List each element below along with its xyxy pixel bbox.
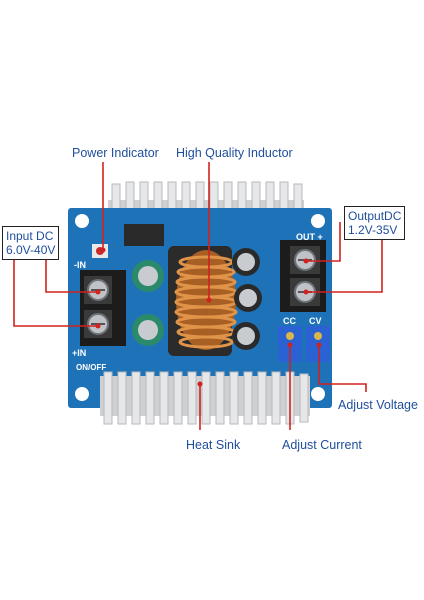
silk-on-off: ON/OFF (76, 363, 106, 372)
silk-in-minus: -IN (74, 260, 86, 270)
callout-dots (95, 247, 322, 387)
label-high-quality-inductor: High Quality Inductor (176, 146, 293, 160)
label-output-dc: OutputDC 1.2V-35V (344, 206, 406, 240)
label-adjust-voltage: Adjust Voltage (338, 398, 418, 412)
label-adjust-current: Adjust Current (282, 438, 362, 452)
mounting-holes (75, 214, 325, 401)
input-terminal-block (80, 270, 126, 346)
input-dc-range: 6.0V-40V (6, 243, 56, 257)
silk-in-plus: +IN (72, 348, 86, 358)
label-input-dc: Input DC 6.0V-40V (2, 226, 60, 260)
silk-cv: CV (309, 316, 322, 326)
inductor-coil (168, 246, 238, 356)
output-terminal-block (280, 240, 326, 312)
regulator-ic (124, 224, 164, 246)
output-dc-title: OutputDC (348, 209, 402, 223)
input-dc-title: Input DC (6, 229, 54, 243)
power-indicator-led (92, 244, 108, 258)
silk-cc: CC (283, 316, 296, 326)
label-power-indicator: Power Indicator (72, 146, 159, 160)
callout-lines (13, 162, 383, 430)
output-capacitors (232, 248, 262, 350)
silk-out-plus: OUT + (296, 232, 323, 242)
bottom-heatsink (100, 371, 310, 425)
label-heat-sink: Heat Sink (186, 438, 241, 452)
input-capacitors (132, 260, 164, 346)
output-dc-range: 1.2V-35V (348, 223, 398, 237)
